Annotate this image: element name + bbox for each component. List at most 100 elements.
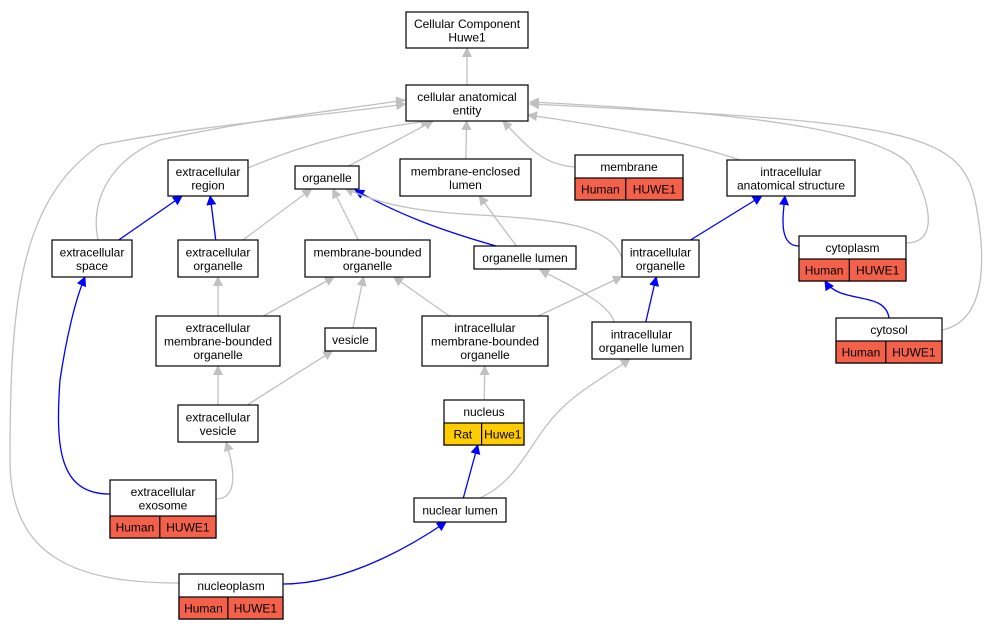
node-label: Huwe1 [448, 30, 486, 44]
node-label: vesicle [200, 424, 237, 438]
annotation-row [178, 596, 284, 620]
edge-extracellular-region-to-cellular-anatomical-entity [247, 117, 431, 169]
node-label: organelle [343, 259, 393, 273]
edge-vesicle-to-membrane-bounded-organelle [352, 276, 367, 329]
annotation-gene: HUWE1 [234, 602, 278, 616]
edge-intracellular-organelle-to-intracellular-anatomical-structure [690, 195, 763, 241]
edge-membrane-enclosed-lumen-to-cellular-anatomical-entity [461, 120, 472, 160]
edge-extracellular-exosome-to-extracellular-space [57, 276, 111, 495]
node-label: organelle [302, 171, 352, 185]
node-label: organelle lumen [482, 251, 567, 265]
annotation-gene: HUWE1 [856, 264, 900, 278]
node-label: intracellular [454, 321, 515, 335]
node-box [155, 315, 281, 367]
node-label: extracellular [176, 165, 241, 179]
annotation-row [798, 258, 907, 282]
node-nuclear-lumen[interactable]: nuclear lumen [413, 497, 507, 523]
node-label: organelle [636, 259, 686, 273]
node-label: cytoplasm [825, 241, 879, 255]
node-label: anatomical structure [737, 178, 845, 192]
node-label: space [76, 259, 108, 273]
node-label: exosome [139, 498, 188, 512]
node-box [304, 239, 431, 278]
node-label: organelle [193, 348, 243, 362]
annotation-species: Human [581, 183, 620, 197]
edge-nuclear-lumen-to-nucleus [462, 444, 481, 499]
edge-cytoplasm-to-cellular-anatomical-entity [529, 97, 929, 244]
edge-extracellular-space-to-extracellular-region [118, 195, 183, 241]
node-label: intracellular [611, 327, 672, 341]
node-label: Cellular Component [414, 17, 521, 31]
edge-extracellular-organelle-to-organelle [242, 188, 313, 241]
node-label: organelle lumen [599, 341, 684, 355]
node-box [591, 321, 692, 360]
edge-nuclear-lumen-to-intracellular-organelle-lumen [479, 358, 631, 499]
edge-extracellular-space-to-cellular-anatomical-entity [95, 96, 406, 241]
node-label: membrane-enclosed [411, 164, 520, 178]
edges-layer [9, 47, 983, 585]
edge-nucleoplasm-to-nuclear-lumen [282, 521, 447, 585]
node-box [405, 84, 529, 122]
annotation-row [109, 515, 217, 539]
node-box [167, 159, 249, 197]
node-label: membrane-bounded [431, 335, 539, 349]
node-organelle-lumen[interactable]: organelle lumen [473, 245, 577, 270]
edge-extracellular-vesicle-to-vesicle [246, 350, 334, 406]
node-label: membrane-bounded [164, 335, 272, 349]
node-label: region [191, 178, 224, 192]
edge-organelle-lumen-to-membrane-enclosed-lumen [478, 195, 517, 247]
annotation-gene: HUWE1 [166, 521, 210, 535]
node-box [473, 245, 577, 270]
annotation-row [835, 340, 943, 364]
node-vesicle[interactable]: vesicle [324, 327, 377, 352]
edge-cytosol-to-cytoplasm [824, 280, 890, 319]
node-label: nucleus [463, 405, 504, 419]
annotation-row [443, 422, 525, 446]
node-label: cellular anatomical [417, 90, 516, 104]
node-label: organelle [193, 259, 243, 273]
node-label: intracellular [760, 165, 821, 179]
node-box [413, 497, 507, 523]
node-box [405, 11, 529, 49]
edge-extracellular-organelle-to-extracellular-region [206, 195, 217, 241]
node-label: membrane [600, 160, 658, 174]
edge-organelle-lumen-to-organelle [354, 189, 497, 247]
edge-intracellular-membrane-bounded-organelle-to-intracellular-organelle [537, 275, 623, 317]
edge-cytosol-to-cellular-anatomical-entity [529, 99, 983, 331]
edge-intracellular-anatomical-structure-to-cellular-anatomical-entity [527, 111, 741, 161]
node-label: intracellular [630, 245, 691, 259]
node-label: entity [453, 103, 482, 117]
node-box [621, 239, 700, 278]
node-label: extracellular [131, 485, 196, 499]
edge-nucleoplasm-to-cellular-anatomical-entity [9, 100, 406, 584]
annotation-species: Human [116, 521, 155, 535]
node-label: cytosol [870, 323, 907, 337]
annotation-gene: HUWE1 [892, 346, 936, 360]
edge-intracellular-organelle-lumen-to-organelle-lumen [539, 269, 615, 323]
node-box [177, 239, 259, 278]
node-organelle[interactable]: organelle [294, 165, 360, 190]
annotation-species: Rat [453, 428, 472, 442]
edge-extracellular-exosome-to-extracellular-vesicle [215, 441, 234, 500]
node-label: extracellular [186, 321, 251, 335]
